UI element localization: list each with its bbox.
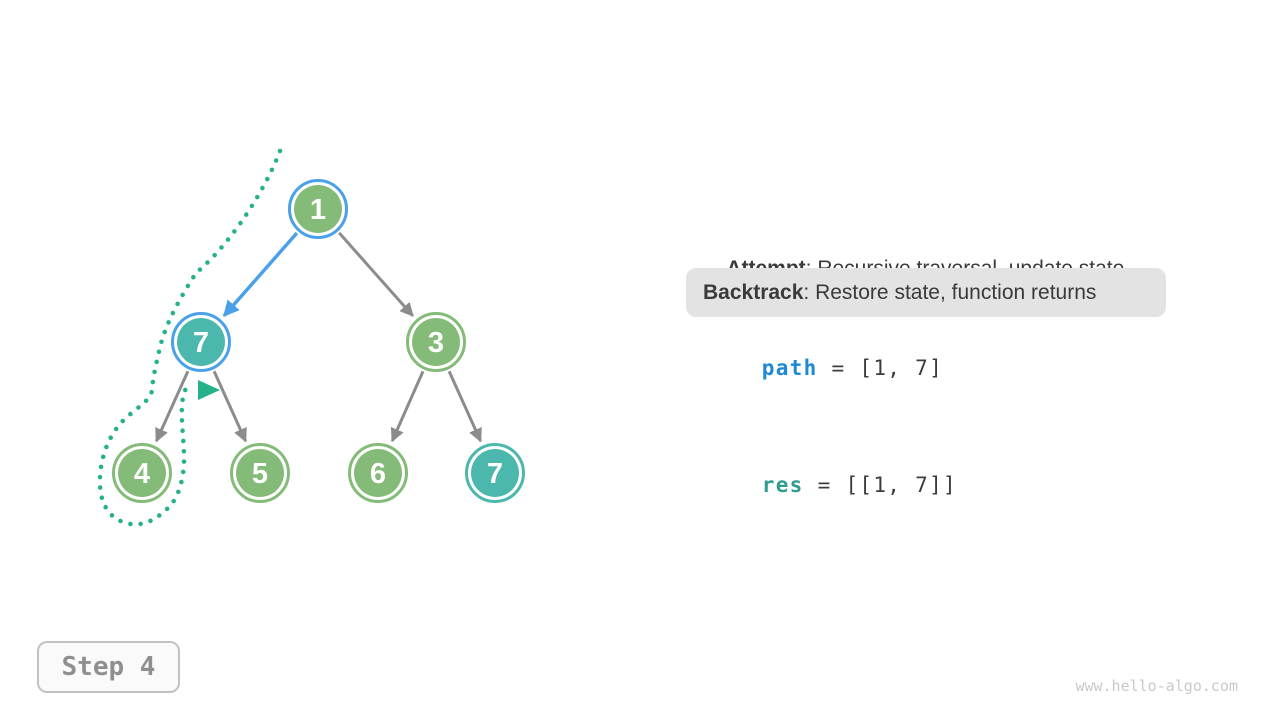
- res-variable-value: = [[1, 7]]: [803, 473, 957, 497]
- node-ring: [406, 312, 466, 372]
- node-circle: [354, 449, 402, 497]
- res-variable-line: res = [[1, 7]]: [706, 449, 957, 521]
- tree-node-4: 4: [112, 443, 172, 503]
- node-value: 6: [370, 458, 386, 490]
- node-ring: [112, 443, 172, 503]
- node-value: 3: [428, 327, 444, 359]
- node-value: 7: [193, 327, 209, 359]
- tree-edge-7-5: [212, 370, 247, 443]
- node-circle: [236, 449, 284, 497]
- node-ring: [230, 443, 290, 503]
- node-ring: [288, 179, 348, 239]
- node-circle: [412, 318, 460, 366]
- backtrack-legend-chip: Backtrack: Restore state, function retur…: [686, 268, 1166, 317]
- node-value: 4: [134, 458, 150, 490]
- tree-edge-7-4: [155, 370, 190, 443]
- node-circle: [294, 185, 342, 233]
- node-ring: [171, 312, 231, 372]
- res-variable-name: res: [761, 473, 804, 497]
- traversal-trace-arrowhead-icon: [198, 380, 220, 400]
- tree-node-7: 7: [465, 443, 525, 503]
- step-badge: Step 4: [37, 641, 180, 693]
- node-circle: [471, 449, 519, 497]
- step-label: Step 4: [61, 652, 156, 682]
- tree-node-7: 7: [171, 312, 231, 372]
- tree-node-1: 1: [288, 179, 348, 239]
- tree-edge-3-6: [390, 370, 425, 443]
- node-value: 7: [487, 458, 503, 490]
- watermark: www.hello-algo.com: [1075, 677, 1238, 695]
- node-circle: [118, 449, 166, 497]
- node-circle: [177, 318, 225, 366]
- backtrack-label: Backtrack: [703, 280, 804, 304]
- backtrack-text: : Restore state, function returns: [803, 280, 1097, 304]
- path-variable-name: path: [761, 356, 818, 380]
- node-ring: [348, 443, 408, 503]
- tree-edge-1-7: [222, 231, 299, 317]
- node-ring: [465, 443, 525, 503]
- node-value: 5: [252, 458, 268, 490]
- tree-node-5: 5: [230, 443, 290, 503]
- path-variable-line: path = [1, 7]: [706, 332, 943, 404]
- path-variable-value: = [1, 7]: [817, 356, 944, 380]
- traversal-trace-path: [97, 148, 283, 527]
- tree-node-3: 3: [406, 312, 466, 372]
- tree-edge-3-7: [447, 370, 482, 443]
- tree-edge-1-3: [338, 231, 414, 317]
- tree-node-6: 6: [348, 443, 408, 503]
- node-value: 1: [310, 194, 326, 226]
